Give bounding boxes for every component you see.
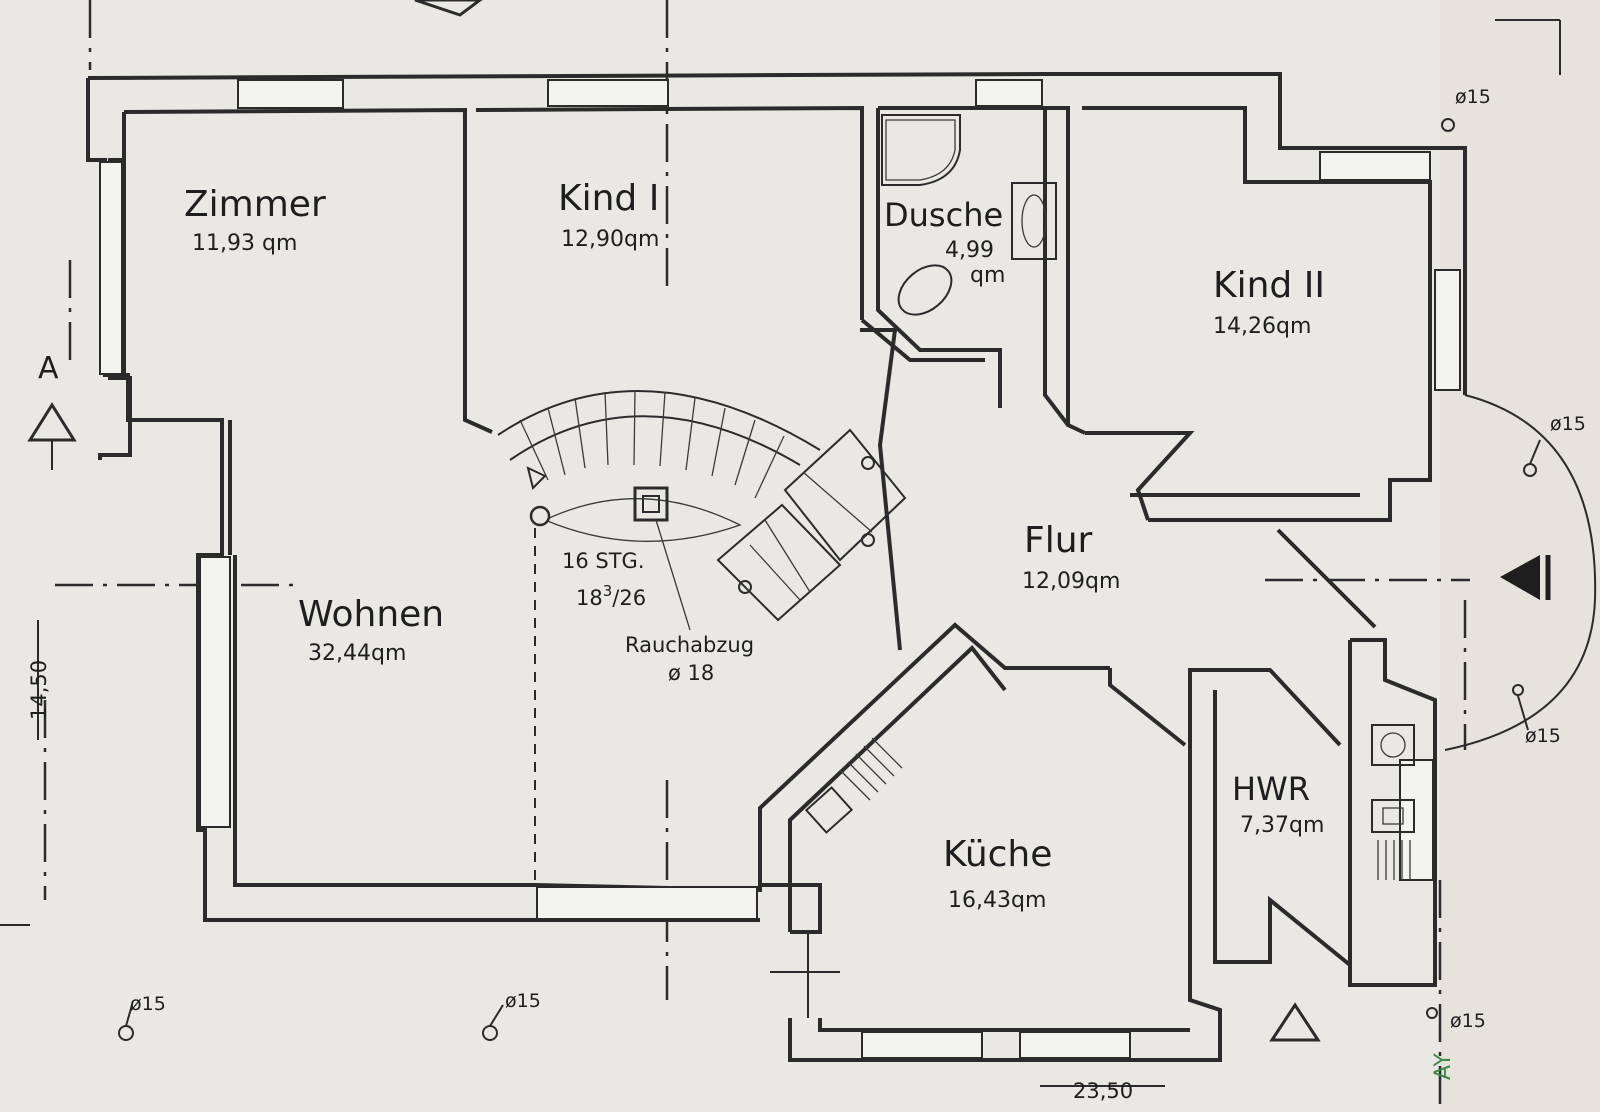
stairs-steps: 16 STG. [562, 549, 645, 573]
window-kind1 [547, 79, 669, 107]
window-dusche [975, 79, 1043, 107]
section-arrow-right-icon [1500, 555, 1540, 600]
windows [99, 79, 1461, 1059]
pipe-markers [118, 118, 1541, 1041]
bathroom-fixtures [881, 114, 1057, 316]
hwr-appliances [1371, 724, 1415, 880]
room-area-dusche: 4,99 [945, 238, 994, 263]
room-area-flur: 12,09qm [1022, 569, 1120, 594]
room-area-kueche: 16,43qm [948, 888, 1046, 913]
pipe-label: ø15 [130, 993, 166, 1015]
stairs-rise: 183/26 [576, 582, 646, 610]
room-area-wohnen: 32,44qm [308, 641, 406, 666]
room-area-zimmer: 11,93 qm [192, 231, 297, 256]
room-area-unit-dusche: qm [970, 263, 1005, 288]
room-name-hwr: HWR [1232, 770, 1310, 808]
kitchen-counter [804, 737, 903, 834]
room-area-kind1: 12,90qm [561, 227, 659, 252]
kitchen-sink [804, 786, 854, 834]
walls [86, 72, 1467, 1062]
room-name-wohnen: Wohnen [298, 594, 444, 635]
window-hwr [1399, 759, 1434, 881]
washbasin [1011, 182, 1057, 260]
section-arrow-bottom-icon [1269, 1002, 1321, 1042]
chimney-diameter: ø 18 [668, 661, 714, 685]
pipe-label: ø15 [1450, 1010, 1486, 1032]
room-name-dusche: Dusche [884, 196, 1003, 234]
dimension-side: 14,50 [27, 660, 51, 720]
window-zimmer-top [237, 79, 344, 109]
window-kueche-1 [861, 1031, 983, 1059]
window-zimmer-left [99, 161, 123, 375]
section-arrow-top-icon [414, 0, 483, 17]
handwritten-note: AY [1431, 1053, 1456, 1080]
toilet [897, 264, 953, 316]
room-area-kind2: 14,26qm [1213, 314, 1311, 339]
room-name-kind2: Kind II [1213, 265, 1325, 306]
room-name-kind1: Kind I [558, 178, 659, 219]
window-kind2-right [1434, 269, 1461, 391]
window-wohnen-left [199, 556, 231, 828]
shower-tray [881, 114, 961, 186]
staircase [497, 389, 907, 880]
room-name-zimmer: Zimmer [184, 184, 326, 225]
room-name-flur: Flur [1024, 520, 1093, 561]
axis-lines [43, 0, 1561, 1112]
pipe-label: ø15 [1525, 725, 1561, 747]
room-area-hwr: 7,37qm [1240, 813, 1324, 838]
chimney [633, 486, 691, 631]
window-kueche-2 [1019, 1031, 1131, 1059]
window-kind2-top [1319, 151, 1431, 181]
pipe-label: ø15 [505, 990, 541, 1012]
window-wohnen-bottom [536, 886, 758, 920]
terrace-arc [1444, 394, 1597, 751]
pipe-label: ø15 [1550, 413, 1586, 435]
chimney-label: Rauchabzug [625, 633, 754, 657]
section-label: A [38, 351, 59, 386]
pipe-label: ø15 [1455, 86, 1491, 108]
dimension-bottom: 23,50 [1073, 1079, 1133, 1103]
room-name-kueche: Küche [943, 834, 1052, 875]
